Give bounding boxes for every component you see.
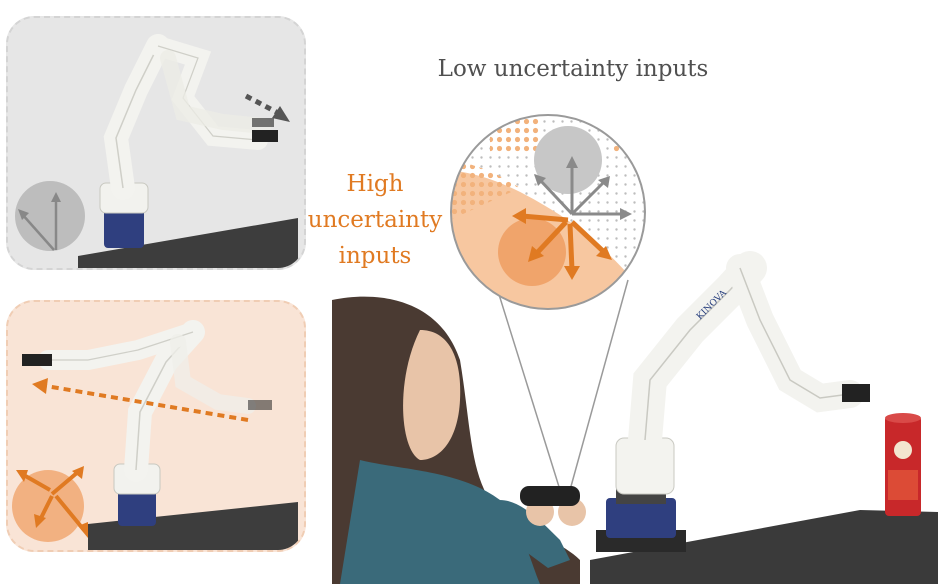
gamepad-controller (520, 486, 580, 506)
uncertainty-zoom-circle (451, 115, 645, 309)
svg-text:KINOVA: KINOVA (695, 288, 729, 322)
high-uncertainty-arrows (512, 208, 612, 280)
robot-arm-low-uncertainty (15, 34, 298, 268)
human-operator (332, 296, 586, 584)
low-uncertainty-demo-panel (6, 16, 306, 270)
lab-table (590, 510, 938, 584)
high-uncertainty-label: High uncertainty inputs (307, 171, 443, 269)
low-uncertainty-label: Low uncertainty inputs (437, 56, 709, 82)
robot-arm-main: KINOVA (596, 251, 870, 552)
low-uncertainty-arrows (534, 156, 632, 220)
joystick-input-icon (15, 181, 85, 251)
robot-arm-high-uncertainty (12, 320, 298, 550)
high-uncertainty-demo-panel (6, 300, 306, 552)
chip-can-object (885, 413, 921, 516)
